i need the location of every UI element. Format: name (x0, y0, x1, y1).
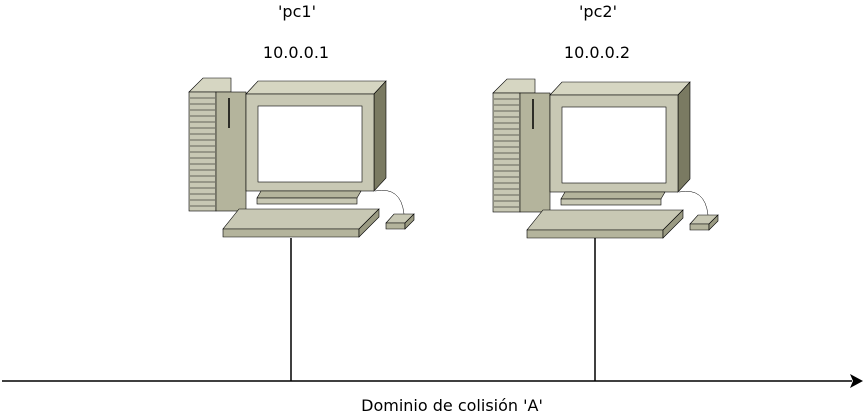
pc1-ip-label: 10.0.0.1 (262, 43, 330, 62)
pc2-name-label: 'pc2' (579, 2, 617, 21)
pc1-computer-icon (188, 77, 415, 238)
bus-arrowhead-icon (850, 374, 863, 388)
pc1-name-label: 'pc1' (278, 2, 316, 21)
pc2-ip-label: 10.0.0.2 (563, 43, 631, 62)
collision-domain-label: Dominio de colisión 'A' (361, 396, 543, 415)
pc2-computer-icon (492, 78, 719, 239)
